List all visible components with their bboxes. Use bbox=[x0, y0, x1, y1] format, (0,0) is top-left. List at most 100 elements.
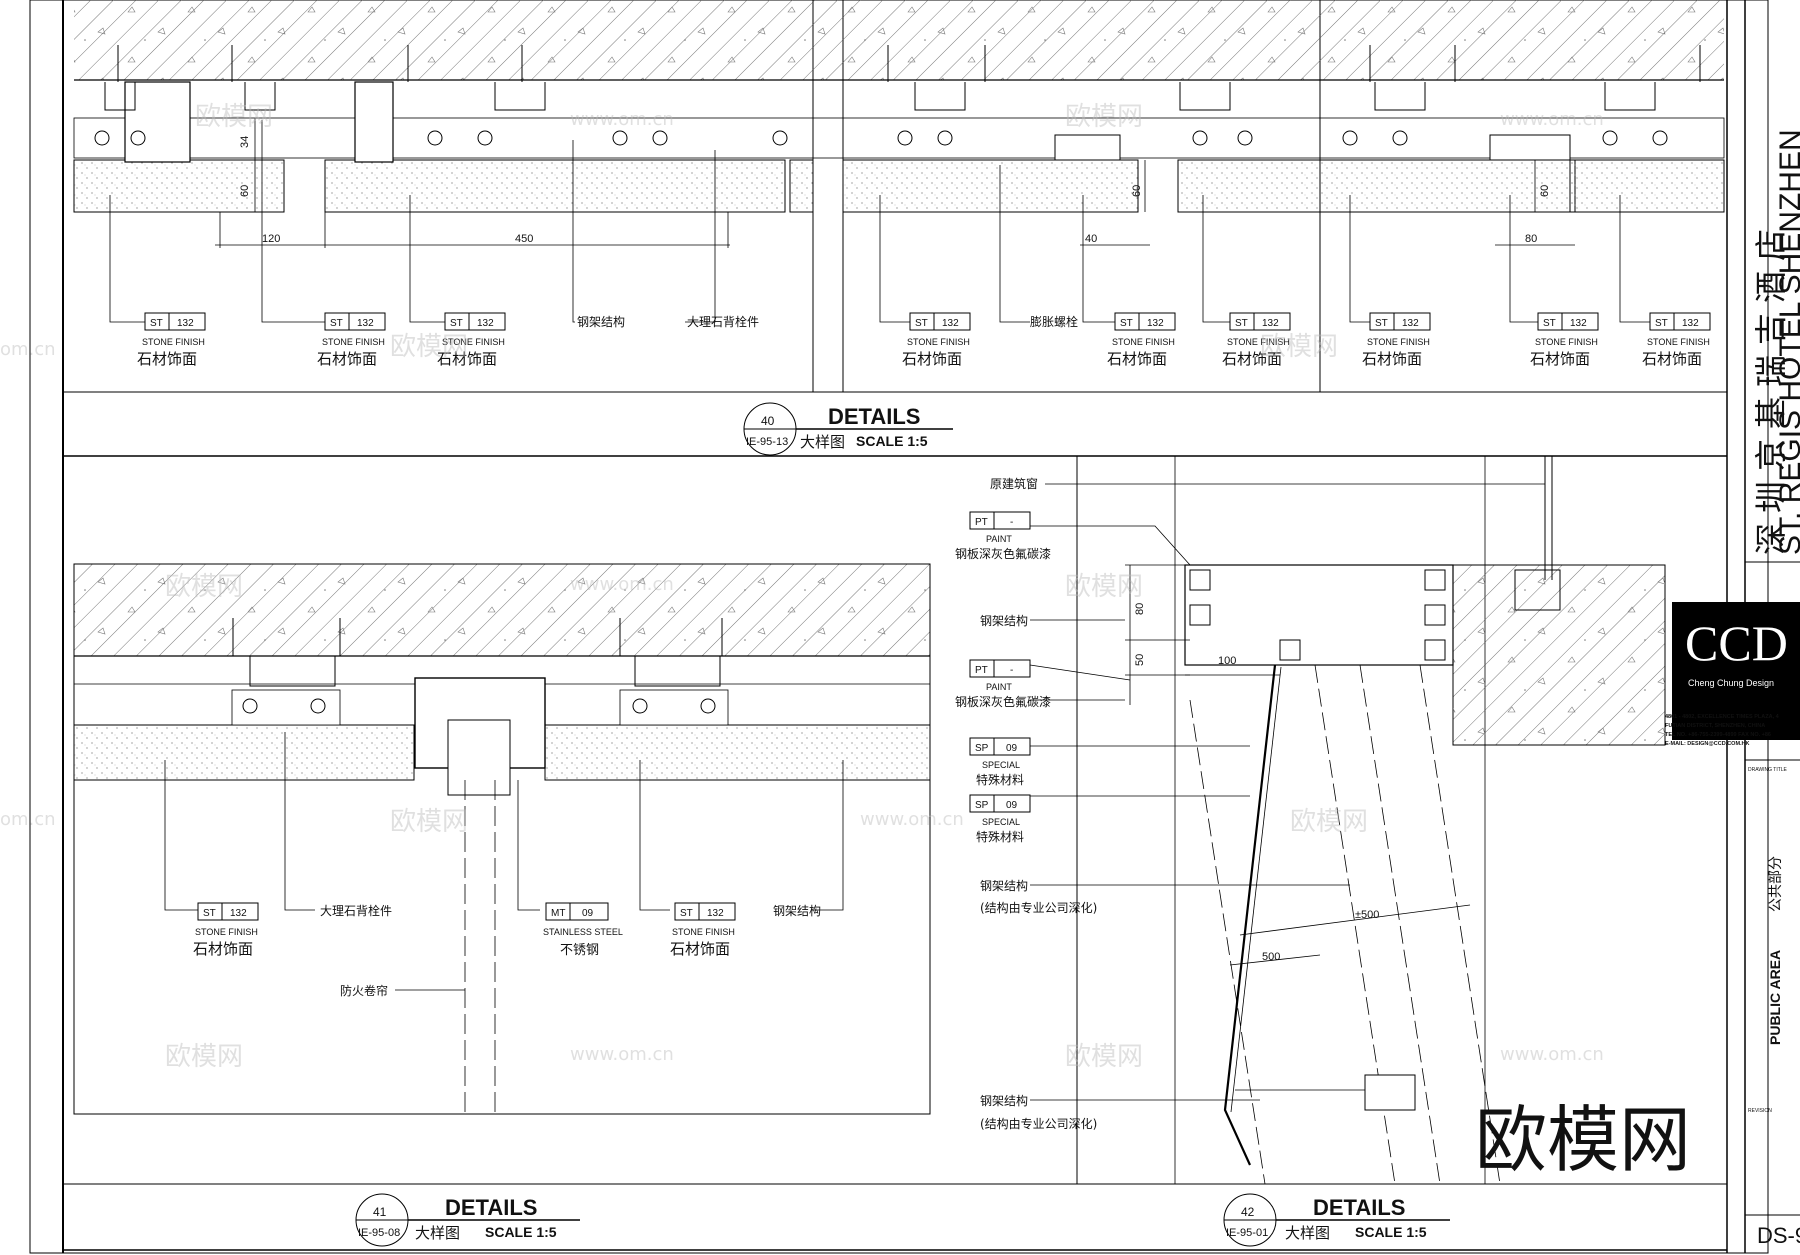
stone-finish-tag: ST 132 STONE FINISH 石材饰面 bbox=[670, 902, 736, 958]
tag-en: STAINLESS STEEL bbox=[543, 927, 623, 937]
stone-finish-tag: ST 132 STONE FINISH 石材饰面 bbox=[902, 312, 971, 368]
dim-100-42: 100 bbox=[1218, 655, 1236, 667]
tag-cn: 石材饰面 bbox=[670, 940, 730, 958]
dim-50-42: 50 bbox=[1134, 654, 1146, 666]
watermark: 欧模网 bbox=[1065, 1042, 1143, 1072]
paint-tag: PT - PAINT 钢板深灰色氟碳漆 bbox=[955, 659, 1051, 709]
watermark: www.om.cn bbox=[570, 574, 674, 595]
dim-60: 60 bbox=[239, 185, 251, 197]
stone-finish-tag: ST 132 STONE FINISH 石材饰面 bbox=[193, 902, 259, 958]
title-block: 深圳京基瑞吉酒店 ST. REGIS HOTEL SHENZHEN CCD Ch… bbox=[1665, 129, 1800, 1248]
tag-code: ST bbox=[330, 318, 343, 329]
firm-address-1: 4801 - 4802, EXCELLENCE TIMES PLAZA, 4 bbox=[1665, 714, 1780, 720]
detail-42-section: 80 50 100 ±500 500 bbox=[1029, 456, 1666, 1185]
tag-en: STONE FINISH bbox=[142, 337, 205, 347]
tag-cn: 石材饰面 bbox=[317, 350, 377, 368]
dim-500: 500 bbox=[1262, 951, 1280, 963]
tag-cn: 特殊材料 bbox=[976, 829, 1024, 844]
watermark: 欧模网 bbox=[1065, 102, 1143, 132]
watermark: 欧模网 bbox=[390, 332, 468, 362]
watermark: www.om.cn bbox=[1500, 1044, 1604, 1065]
detail-title-42: 42 IE-95-01 DETAILS 大样图 SCALE 1:5 bbox=[1223, 1193, 1450, 1247]
tag-en: PAINT bbox=[986, 534, 1012, 544]
detail-title-cn: 大样图 bbox=[800, 433, 845, 451]
stone-finish-tag: ST 132 STONE FINISH 石材饰面 bbox=[1362, 312, 1431, 368]
tag-code: ST bbox=[1543, 318, 1556, 329]
tag-num: 132 bbox=[1682, 318, 1699, 329]
tag-en: STONE FINISH bbox=[1112, 337, 1175, 347]
tag-en: STONE FINISH bbox=[1367, 337, 1430, 347]
area-en: PUBLIC AREA bbox=[1767, 950, 1783, 1045]
watermark: www.om.cn bbox=[860, 809, 964, 830]
detail-40-section: 34 60 120 450 60 40 60 80 bbox=[73, 0, 1725, 323]
tag-code: ST bbox=[1120, 318, 1133, 329]
detail-scale: SCALE 1:5 bbox=[1355, 1224, 1427, 1240]
paint-tag: PT - PAINT 钢板深灰色氟碳漆 bbox=[955, 511, 1051, 561]
top-stone-tags: ST 132 STONE FINISH 石材饰面 ST 132 STONE FI… bbox=[137, 312, 1711, 368]
tag-code: ST bbox=[150, 318, 163, 329]
tag-code: ST bbox=[203, 908, 216, 919]
tag-cn: 钢板深灰色氟碳漆 bbox=[955, 695, 1051, 709]
dim-80-42: 80 bbox=[1134, 603, 1146, 615]
tag-cn: 石材饰面 bbox=[437, 350, 497, 368]
note-steel-frame: 钢架结构 bbox=[577, 314, 625, 329]
note-expansion-bolt: 膨胀螺栓 bbox=[1030, 314, 1078, 329]
tag-en: STONE FINISH bbox=[1647, 337, 1710, 347]
detail-ref: IE-95-08 bbox=[358, 1227, 400, 1239]
stone-finish-tag: ST 132 STONE FINISH 石材饰面 bbox=[1222, 312, 1291, 368]
tag-code: ST bbox=[680, 908, 693, 919]
dim-80: 80 bbox=[1525, 233, 1537, 245]
note-marble-anchor: 大理石背栓件 bbox=[687, 314, 759, 329]
watermark: 欧模网 bbox=[195, 102, 273, 132]
tag-num: 09 bbox=[582, 908, 594, 919]
detail-41-section bbox=[73, 563, 931, 1115]
tag-en: STONE FINISH bbox=[1535, 337, 1598, 347]
stone-finish-tag: ST 132 STONE FINISH 石材饰面 bbox=[1107, 312, 1176, 368]
detail-42-tags: 原建筑窗 PT - PAINT 钢板深灰色氟碳漆 钢架结构 PT - PAINT… bbox=[955, 476, 1097, 1131]
note-marble-anchor-41: 大理石背栓件 bbox=[320, 903, 392, 918]
tag-cn: 石材饰面 bbox=[1362, 350, 1422, 368]
stone-finish-tag: ST 132 STONE FINISH 石材饰面 bbox=[317, 312, 386, 368]
detail-42-dimensions: 80 50 100 ±500 500 bbox=[1134, 603, 1379, 963]
watermark: www.om.cn bbox=[1500, 109, 1604, 130]
tag-en: STONE FINISH bbox=[195, 927, 258, 937]
tag-code: PT bbox=[975, 665, 988, 676]
tag-code: ST bbox=[450, 318, 463, 329]
stone-finish-tag: ST 132 STONE FINISH 石材饰面 bbox=[437, 312, 506, 368]
stainless-steel-tag: MT 09 STAINLESS STEEL 不锈钢 bbox=[543, 902, 623, 958]
detail-41-tags: ST 132 STONE FINISH 石材饰面 MT 09 STAINLESS… bbox=[193, 902, 821, 998]
tag-en: STONE FINISH bbox=[907, 337, 970, 347]
detail-40-dimensions: 34 60 120 450 60 40 60 80 bbox=[239, 136, 1551, 245]
stone-finish-tag: ST 132 STONE FINISH 石材饰面 bbox=[1642, 312, 1711, 368]
watermark: 欧模网 bbox=[1065, 572, 1143, 602]
special-material-tag: SP 09 SPECIAL 特殊材料 bbox=[969, 737, 1031, 787]
note-original-window: 原建筑窗 bbox=[990, 476, 1038, 491]
note-steel-frame-42c: 钢架结构 bbox=[980, 1093, 1028, 1108]
firm-address-2: FUTIAN DISTRICT, SHENZHEN, CHINA bbox=[1665, 723, 1765, 729]
detail-ref: IE-95-13 bbox=[746, 436, 788, 448]
tag-num: 132 bbox=[1570, 318, 1587, 329]
drawing-number: DS-9 bbox=[1757, 1223, 1800, 1248]
tag-num: 09 bbox=[1006, 800, 1018, 811]
detail-ref: IE-95-01 bbox=[1226, 1227, 1268, 1239]
firm-address-4: E-MAIL: DESIGN@CCD.COM.HK bbox=[1665, 741, 1750, 747]
tag-en: STONE FINISH bbox=[1227, 337, 1290, 347]
note-specialist-42c: (结构由专业公司深化) bbox=[980, 1116, 1097, 1131]
watermark: 欧模网 bbox=[165, 572, 243, 602]
stone-finish-tag: ST 132 STONE FINISH 石材饰面 bbox=[1530, 312, 1599, 368]
detail-number: 40 bbox=[761, 414, 775, 428]
detail-title-cn: 大样图 bbox=[1285, 1224, 1330, 1242]
tag-cn: 特殊材料 bbox=[976, 772, 1024, 787]
tag-cn: 石材饰面 bbox=[1642, 350, 1702, 368]
detail-number: 41 bbox=[373, 1205, 387, 1219]
stone-finish-tag: ST 132 STONE FINISH 石材饰面 bbox=[137, 312, 206, 368]
special-material-tag: SP 09 SPECIAL 特殊材料 bbox=[969, 794, 1031, 844]
tag-code: ST bbox=[1375, 318, 1388, 329]
tag-cn: 不锈钢 bbox=[560, 943, 599, 958]
watermark: 欧模网 bbox=[165, 1042, 243, 1072]
detail-title-en: DETAILS bbox=[1313, 1195, 1405, 1220]
tag-num: 09 bbox=[1006, 743, 1018, 754]
dim-pm500: ±500 bbox=[1355, 909, 1379, 921]
tag-cn: 石材饰面 bbox=[1222, 350, 1282, 368]
watermarks: 欧模网 www.om.cn 欧模网 www.om.cn om.cn 欧模网 欧模… bbox=[0, 102, 1691, 1182]
